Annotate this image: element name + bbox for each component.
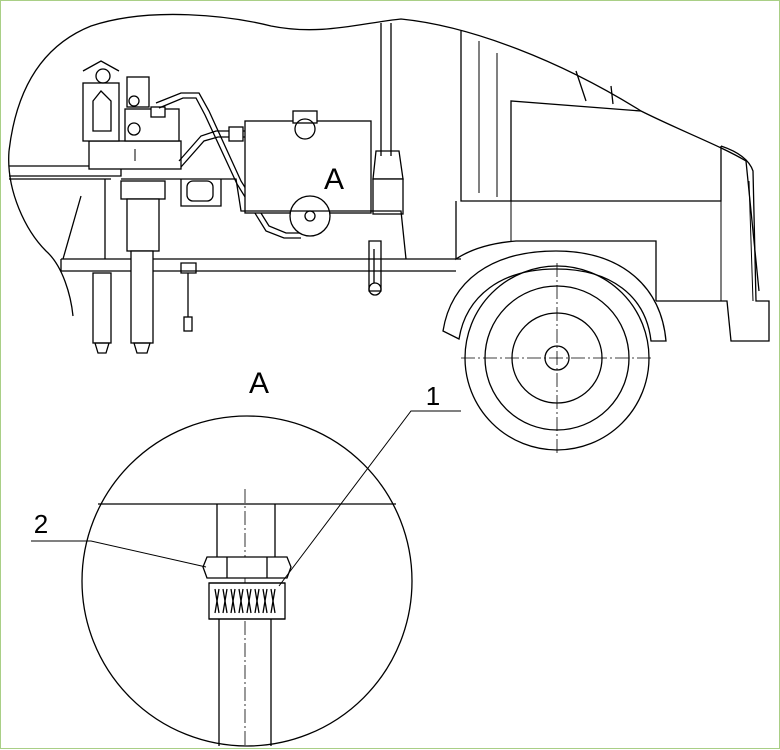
callout-1-label: 1: [426, 381, 440, 411]
hydraulic-control-unit: [82, 60, 182, 170]
chassis-frame: [9, 165, 461, 272]
detail-view-a: 1 2: [31, 381, 461, 747]
detail-view-label: A: [249, 367, 269, 400]
oil-tank: A: [244, 110, 372, 237]
support-legs: [92, 180, 197, 354]
level-gauge: [368, 240, 382, 296]
break-line: [8, 13, 760, 317]
locking-sleeve: [208, 582, 286, 620]
wheel: [461, 263, 653, 456]
wheel-arch: [442, 250, 667, 342]
vehicle-view: A: [8, 13, 770, 456]
truck-cab: [455, 31, 770, 342]
hydraulic-pipes: [155, 92, 301, 239]
detail-circle: [81, 415, 413, 747]
callout-leaders: [31, 410, 461, 587]
tank-marker-label: A: [324, 163, 344, 196]
callout-2-label: 2: [34, 509, 48, 539]
sub-frame: [121, 178, 407, 260]
vertical-post: [372, 23, 404, 215]
lock-nut: [202, 556, 292, 579]
